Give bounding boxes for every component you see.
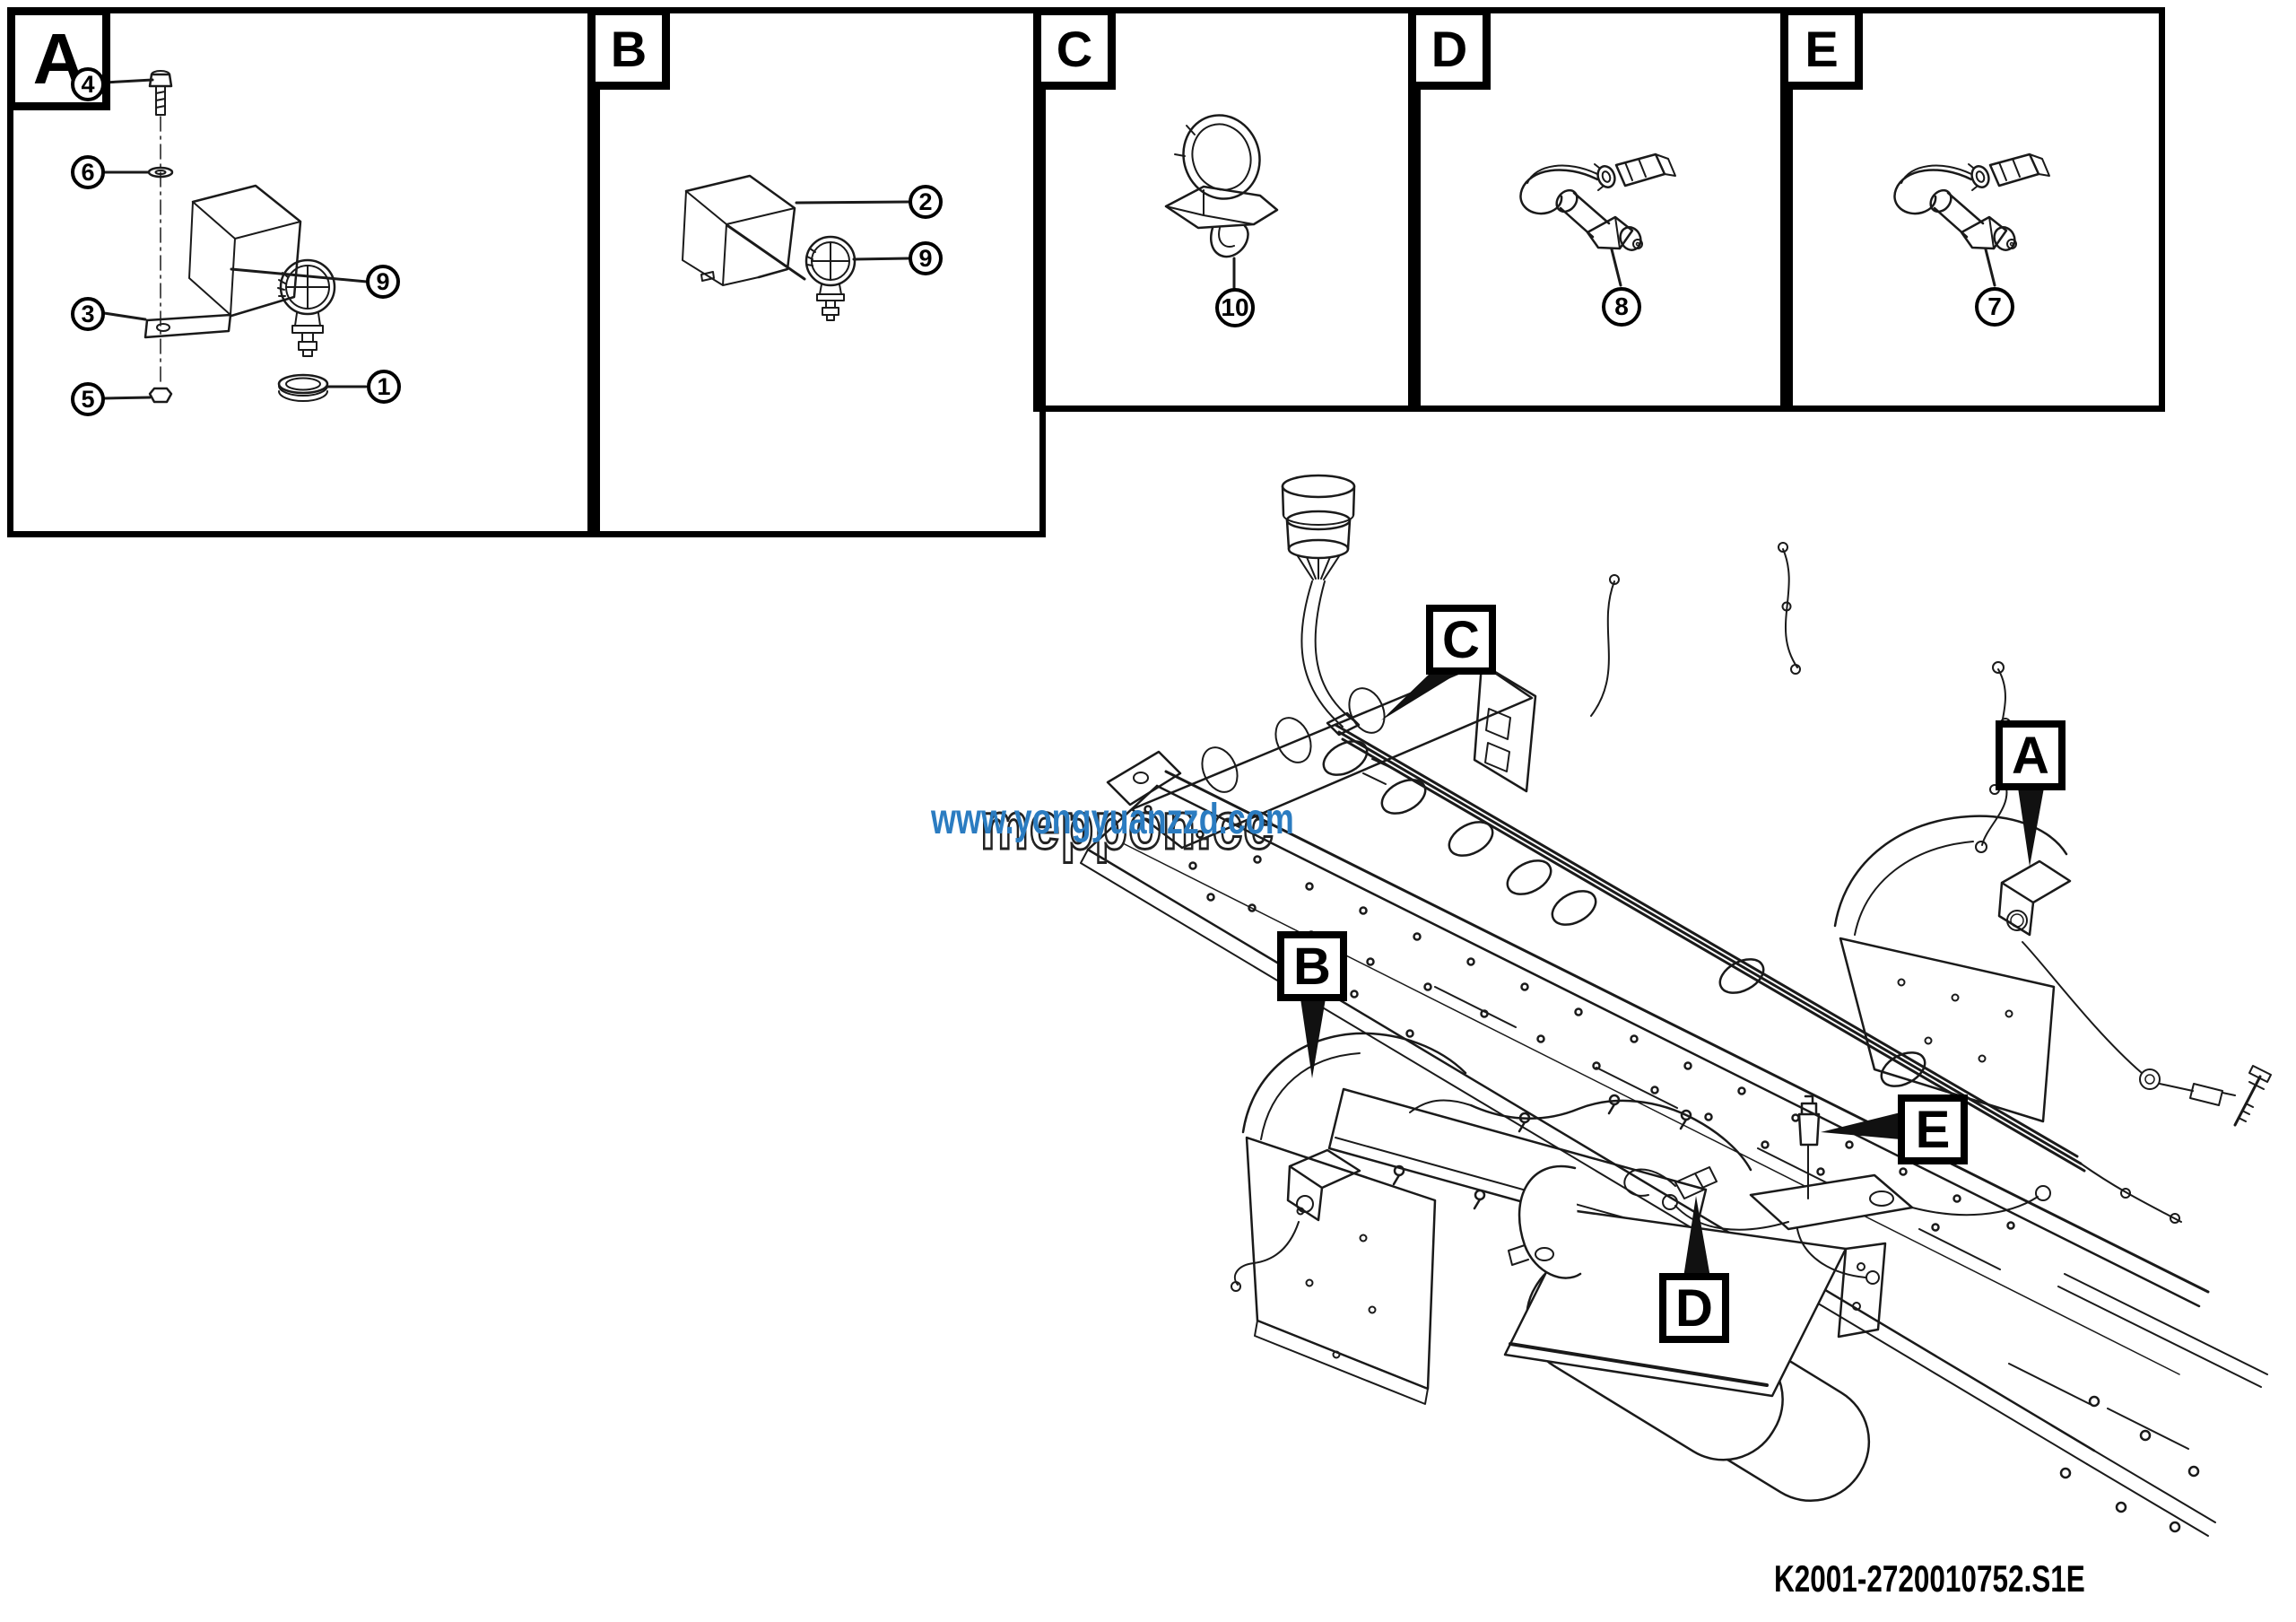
- chassis-frame-sketch: [1080, 740, 2268, 1537]
- part-balloon-10: 10: [1215, 288, 1255, 327]
- part-balloon-9a: 9: [366, 265, 400, 299]
- fender-a-sketch: [1833, 815, 2272, 1127]
- part-number: 9: [918, 244, 933, 272]
- panel-b-drawing: [682, 174, 910, 321]
- part-balloon-4: 4: [71, 67, 105, 101]
- panel-label-c: C: [1033, 7, 1116, 90]
- drawing-number: K2001-2720010752.S1E: [1774, 1557, 2085, 1600]
- location-marker-e: E: [1898, 1094, 1968, 1164]
- panel-d-frame: [1408, 7, 1793, 412]
- location-marker-c: C: [1426, 605, 1496, 675]
- part-number: 5: [81, 385, 95, 413]
- part-number: 2: [918, 187, 933, 215]
- part-balloon-6: 6: [71, 155, 105, 189]
- part-number: 7: [1987, 292, 2002, 320]
- panel-label-e-text: E: [1805, 20, 1839, 77]
- panel-e-drawing: [1893, 153, 2051, 287]
- panel-a-drawing: [102, 70, 369, 404]
- watermark-brand-text: meppon.cc: [979, 788, 1274, 865]
- panel-b-frame: [587, 7, 1046, 537]
- part-balloon-8: 8: [1602, 287, 1641, 327]
- panel-label-e: E: [1780, 7, 1863, 90]
- watermark-url-text: www.yongyuanzzd.com: [931, 796, 1294, 843]
- part-balloon-2: 2: [909, 185, 943, 219]
- marker-text: D: [1675, 1278, 1713, 1338]
- part-number: 4: [81, 70, 95, 98]
- panel-label-d-text: D: [1431, 20, 1468, 77]
- part-number: 6: [81, 158, 95, 186]
- marker-text: E: [1915, 1100, 1951, 1159]
- location-marker-a: A: [1996, 720, 2066, 790]
- panel-c-drawing: [1164, 114, 1279, 290]
- part-number: 8: [1614, 292, 1629, 320]
- panel-label-b: B: [587, 7, 670, 90]
- part-number: 9: [376, 267, 390, 295]
- panel-d-drawing: [1519, 153, 1677, 287]
- panel-e-frame: [1780, 7, 2165, 412]
- panel-label-c-text: C: [1056, 20, 1093, 77]
- panel-label-b-text: B: [610, 20, 648, 77]
- marker-text: B: [1293, 937, 1331, 996]
- location-marker-b: B: [1277, 931, 1347, 1001]
- part-number: 1: [377, 372, 391, 400]
- part-balloon-3: 3: [71, 297, 105, 331]
- part-number: 3: [81, 300, 95, 327]
- marker-text: A: [2012, 726, 2049, 785]
- part-balloon-5: 5: [71, 382, 105, 416]
- part-balloon-7: 7: [1975, 287, 2014, 327]
- panel-label-d: D: [1408, 7, 1491, 90]
- horn-sketch: [1281, 474, 1356, 728]
- sensor-e-sketch: [1662, 1094, 2051, 1285]
- part-balloon-1: 1: [367, 370, 401, 404]
- part-balloon-9b: 9: [909, 241, 943, 275]
- battery-box-sketch: [1409, 1094, 1887, 1398]
- panel-a-frame: [7, 7, 600, 537]
- marker-text: C: [1442, 610, 1480, 669]
- part-number: 10: [1221, 293, 1249, 321]
- panel-c-frame: [1033, 7, 1421, 412]
- location-marker-d: D: [1659, 1273, 1729, 1343]
- marker-pointers: [1300, 672, 2044, 1278]
- harness-wires-sketch: [1590, 542, 2011, 853]
- main-diagram: [1080, 474, 2272, 1537]
